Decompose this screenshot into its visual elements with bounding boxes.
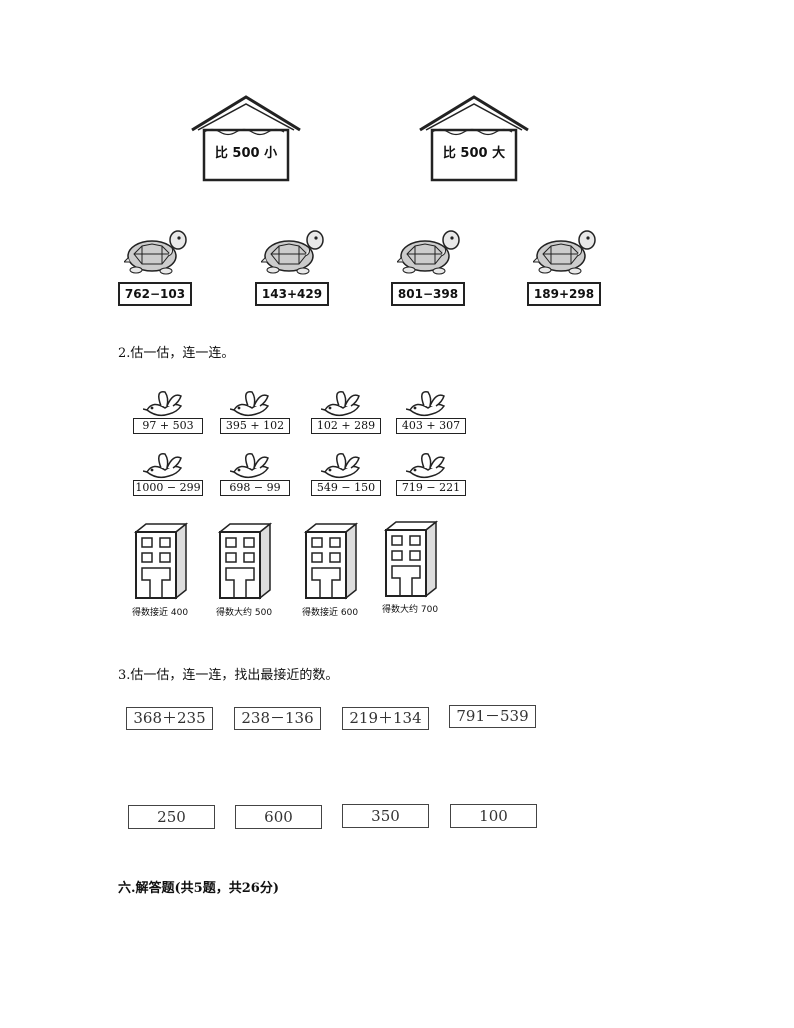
turtle-expression: 189+298 [527, 282, 601, 306]
house-less-than-500: 比 500 小 [190, 94, 302, 184]
building-label: 得数接近 600 [302, 608, 359, 618]
bird-item: 549 − 150 [311, 450, 383, 498]
bird-expression: 719 − 221 [396, 480, 466, 496]
turtle-icon [397, 230, 460, 275]
house-outline-icon [191, 95, 301, 182]
bird-item: 719 − 221 [396, 450, 468, 498]
q3-number-box: 100 [450, 804, 537, 828]
house-label: 比 500 大 [442, 146, 506, 161]
building-label: 得数大约 700 [382, 605, 439, 615]
building-icon [133, 522, 188, 600]
q3-expression-box: 238－136 [234, 707, 321, 730]
question-2-heading: 2.估一估，连一连。 [118, 346, 235, 361]
bird-icon [321, 453, 361, 479]
bird-icon [406, 453, 446, 479]
building-icon [217, 522, 272, 600]
turtle-icon [533, 230, 596, 275]
building-icon [303, 522, 358, 600]
section-6-heading: 六.解答题(共5题，共26分) [118, 881, 279, 896]
building-label: 得数接近 400 [132, 608, 189, 618]
bird-item: 698 − 99 [220, 450, 292, 498]
house-label: 比 500 小 [214, 146, 278, 161]
q3-expression-box: 219＋134 [342, 707, 429, 730]
building-item: 得数大约 500 [212, 520, 284, 620]
turtle-icon [261, 230, 324, 275]
q3-number-box: 600 [235, 805, 322, 829]
turtle-expression: 143+429 [255, 282, 329, 306]
bird-icon [143, 391, 183, 417]
bird-item: 102 + 289 [311, 388, 383, 436]
house-greater-than-500: 比 500 大 [418, 94, 530, 184]
turtle-expression: 801−398 [391, 282, 465, 306]
bird-icon [406, 391, 446, 417]
turtle-item: 143+429 [255, 228, 331, 308]
bird-expression: 403 + 307 [396, 418, 466, 434]
building-icon [383, 520, 438, 598]
bird-item: 403 + 307 [396, 388, 468, 436]
bird-icon [230, 391, 270, 417]
bird-icon [321, 391, 361, 417]
bird-expression: 698 − 99 [220, 480, 290, 496]
house-outline-icon [419, 95, 529, 182]
bird-icon [143, 453, 183, 479]
building-item: 得数接近 400 [128, 520, 200, 620]
question-3-heading: 3.估一估，连一连，找出最接近的数。 [118, 668, 339, 683]
turtle-expression: 762−103 [118, 282, 192, 306]
bird-expression: 395 + 102 [220, 418, 290, 434]
bird-expression: 102 + 289 [311, 418, 381, 434]
bird-expression: 549 − 150 [311, 480, 381, 496]
q3-number-box: 350 [342, 804, 429, 828]
building-label: 得数大约 500 [216, 608, 273, 618]
bird-expression: 1000 − 299 [133, 480, 203, 496]
turtle-icon [124, 230, 187, 275]
building-item: 得数大约 700 [378, 518, 450, 618]
q3-number-box: 250 [128, 805, 215, 829]
bird-item: 97 + 503 [133, 388, 205, 436]
bird-item: 1000 − 299 [133, 450, 205, 498]
q3-expression-box: 368＋235 [126, 707, 213, 730]
turtle-item: 189+298 [527, 228, 603, 308]
building-item: 得数接近 600 [298, 520, 370, 620]
turtle-item: 762−103 [118, 228, 194, 308]
bird-expression: 97 + 503 [133, 418, 203, 434]
bird-icon [230, 453, 270, 479]
turtle-item: 801−398 [391, 228, 467, 308]
bird-item: 395 + 102 [220, 388, 292, 436]
q3-expression-box: 791－539 [449, 705, 536, 728]
